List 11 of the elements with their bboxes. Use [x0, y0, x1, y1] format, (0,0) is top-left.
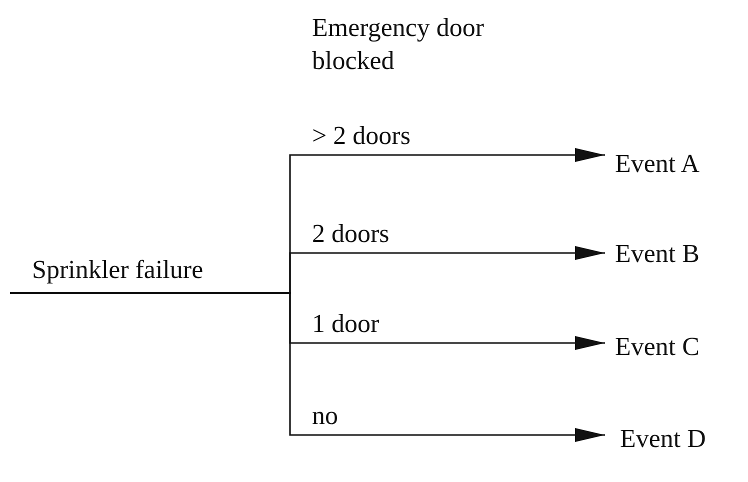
event-label: Sprinkler failure: [10, 256, 280, 293]
arrow: [10, 292, 605, 442]
edge-label: 1 door: [312, 310, 380, 339]
column-heading: Emergency door blocked: [312, 12, 486, 76]
edge-label: > 2 doors: [312, 122, 410, 151]
outcome-label: Event B: [605, 240, 740, 274]
outcome-label: Event C: [605, 333, 740, 367]
edge-label: no: [312, 402, 338, 431]
edge-label: 2 doors: [312, 220, 390, 249]
outcome-label: Event D: [605, 425, 740, 459]
outcome-label: Event A: [605, 150, 740, 184]
